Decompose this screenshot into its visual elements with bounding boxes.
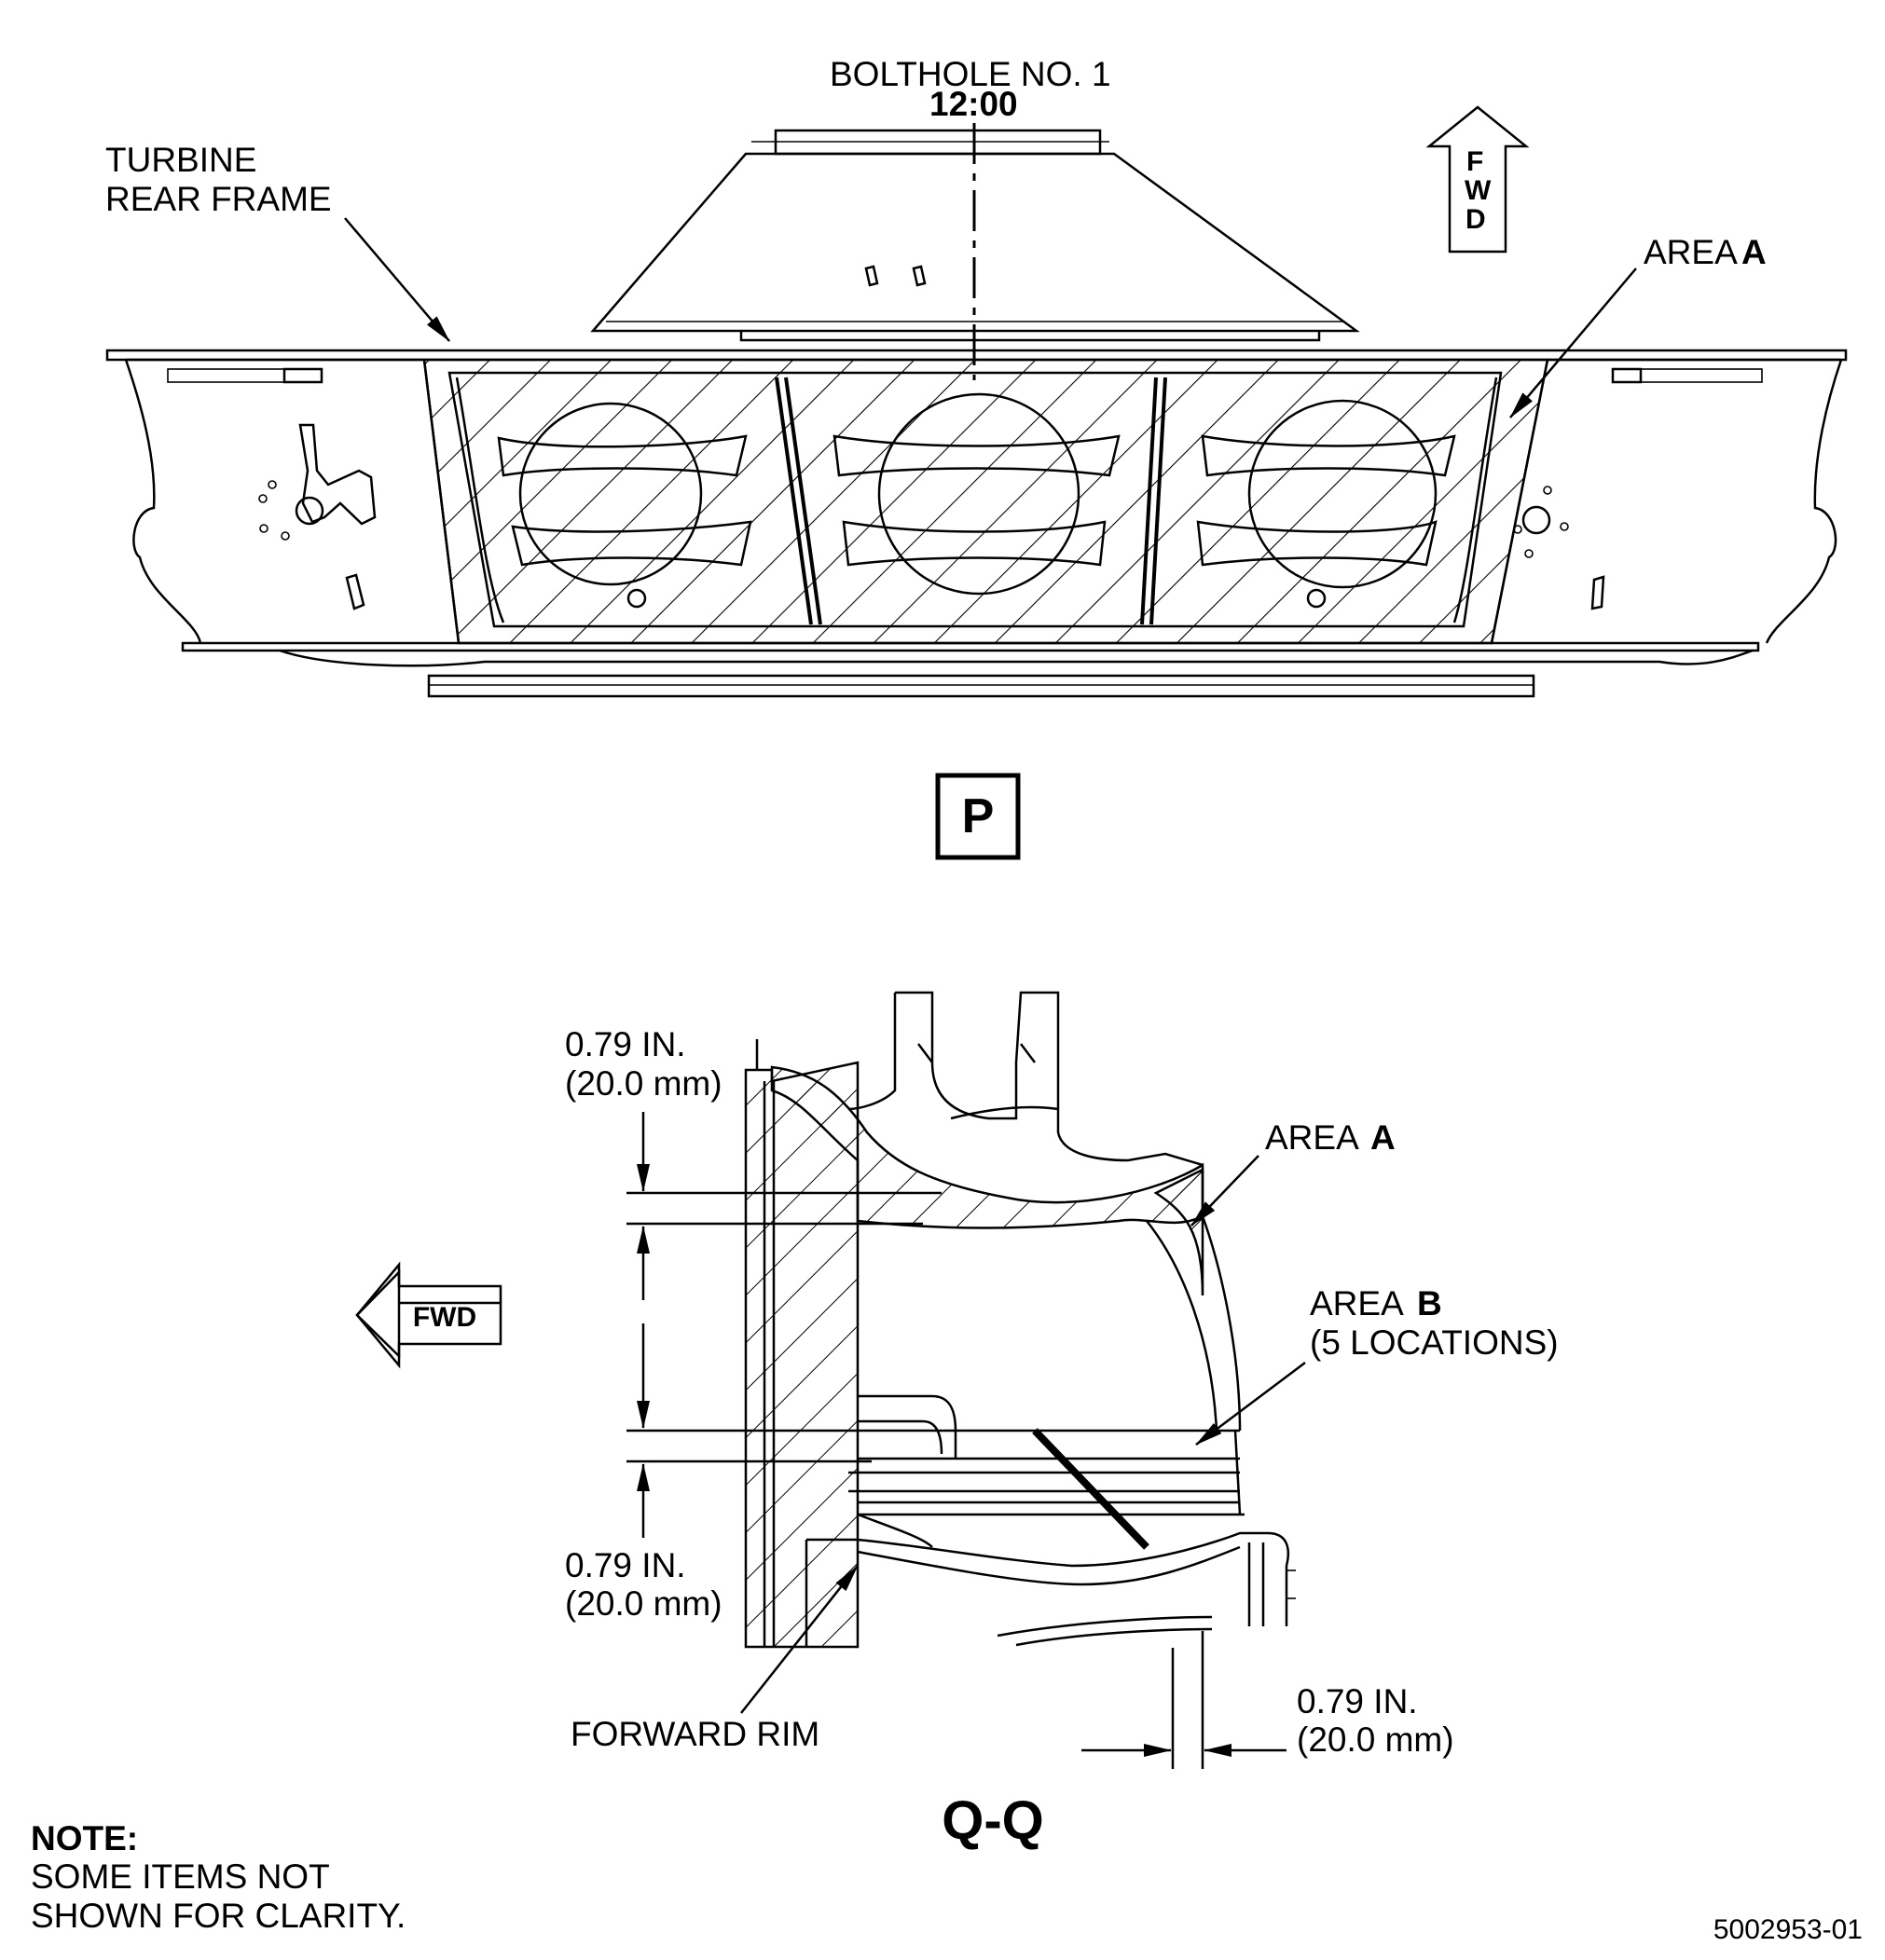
dim-mid-line2: (20.0 mm) bbox=[565, 1584, 722, 1623]
turbine-leader-arrow bbox=[344, 217, 450, 342]
top-flange bbox=[774, 129, 1102, 156]
arrow-left-icon bbox=[355, 1261, 502, 1369]
fwd-letter-d: D bbox=[1465, 204, 1486, 235]
q-area-b-leader bbox=[1195, 1362, 1306, 1446]
note-block: NOTE: SOME ITEMS NOT SHOWN FOR CLARITY. bbox=[31, 1819, 406, 1935]
view-p-labels: BOLTHOLE NO. 1 12:00 TURBINE REAR FRAME … bbox=[105, 55, 1767, 860]
forward-rim-leader bbox=[740, 1565, 859, 1714]
upper-flanges bbox=[895, 991, 1204, 1167]
left-mount-bracket bbox=[298, 423, 377, 526]
dim-top-line2: (20.0 mm) bbox=[565, 1064, 722, 1103]
section-q-drawing bbox=[744, 991, 1296, 1769]
note-line1: SOME ITEMS NOT bbox=[31, 1857, 330, 1896]
section-q-dimensions: 0.79 IN. (20.0 mm) 0.79 IN. (20.0 mm) 0.… bbox=[355, 1025, 1559, 1851]
right-mount-hole bbox=[1521, 505, 1551, 535]
view-p-letter: P bbox=[962, 789, 995, 843]
note-title: NOTE: bbox=[31, 1819, 138, 1857]
section-title: Q-Q bbox=[942, 1790, 1044, 1851]
q-area-a-leader bbox=[1190, 1155, 1259, 1227]
area-a-hatched-zone bbox=[422, 358, 1549, 645]
left-frame-contour bbox=[124, 359, 202, 644]
area-b-mark bbox=[1032, 1428, 1149, 1550]
left-wall-hatched bbox=[744, 1061, 860, 1649]
figure-id: 5002953-01 bbox=[1713, 1914, 1863, 1945]
bolthole-clock: 12:00 bbox=[929, 85, 1018, 123]
turbine-label-1: TURBINE bbox=[105, 141, 256, 179]
bolthole-label: BOLTHOLE NO. 1 bbox=[830, 55, 1111, 93]
q-area-a-letter: A bbox=[1370, 1118, 1396, 1157]
note-line2: SHOWN FOR CLARITY. bbox=[31, 1897, 406, 1935]
area-a-leader-arrow bbox=[1509, 267, 1637, 418]
lower-flange bbox=[427, 674, 1535, 698]
view-p-drawing bbox=[105, 123, 1848, 698]
q-area-a-prefix: AREA bbox=[1265, 1118, 1359, 1157]
view-p-box bbox=[935, 773, 1021, 860]
q-area-b-locations: (5 LOCATIONS) bbox=[1310, 1323, 1559, 1362]
right-frame-contour bbox=[1765, 359, 1843, 644]
fwd-letter-f: F bbox=[1466, 146, 1483, 177]
forward-rim-label: FORWARD RIM bbox=[571, 1715, 819, 1753]
q-fwd-label: FWD bbox=[413, 1302, 476, 1333]
arrow-up-icon bbox=[1425, 105, 1530, 254]
upper-rail bbox=[105, 349, 1848, 362]
area-a-label-letter: A bbox=[1741, 233, 1767, 271]
dim-bot-line1: 0.79 IN. bbox=[1297, 1682, 1418, 1720]
dim-mid-line1: 0.79 IN. bbox=[565, 1546, 686, 1584]
forward-rim bbox=[806, 1531, 1290, 1626]
turbine-label-2: REAR FRAME bbox=[105, 180, 332, 218]
q-area-b-letter: B bbox=[1417, 1284, 1442, 1323]
dim-top-line1: 0.79 IN. bbox=[565, 1025, 686, 1063]
area-a-label-prefix: AREA bbox=[1644, 233, 1738, 271]
fwd-letter-w: W bbox=[1465, 175, 1492, 206]
dim-bot-line2: (20.0 mm) bbox=[1297, 1720, 1454, 1759]
right-curved-profile bbox=[1201, 1215, 1242, 1432]
q-area-b-prefix: AREA bbox=[1310, 1284, 1404, 1323]
